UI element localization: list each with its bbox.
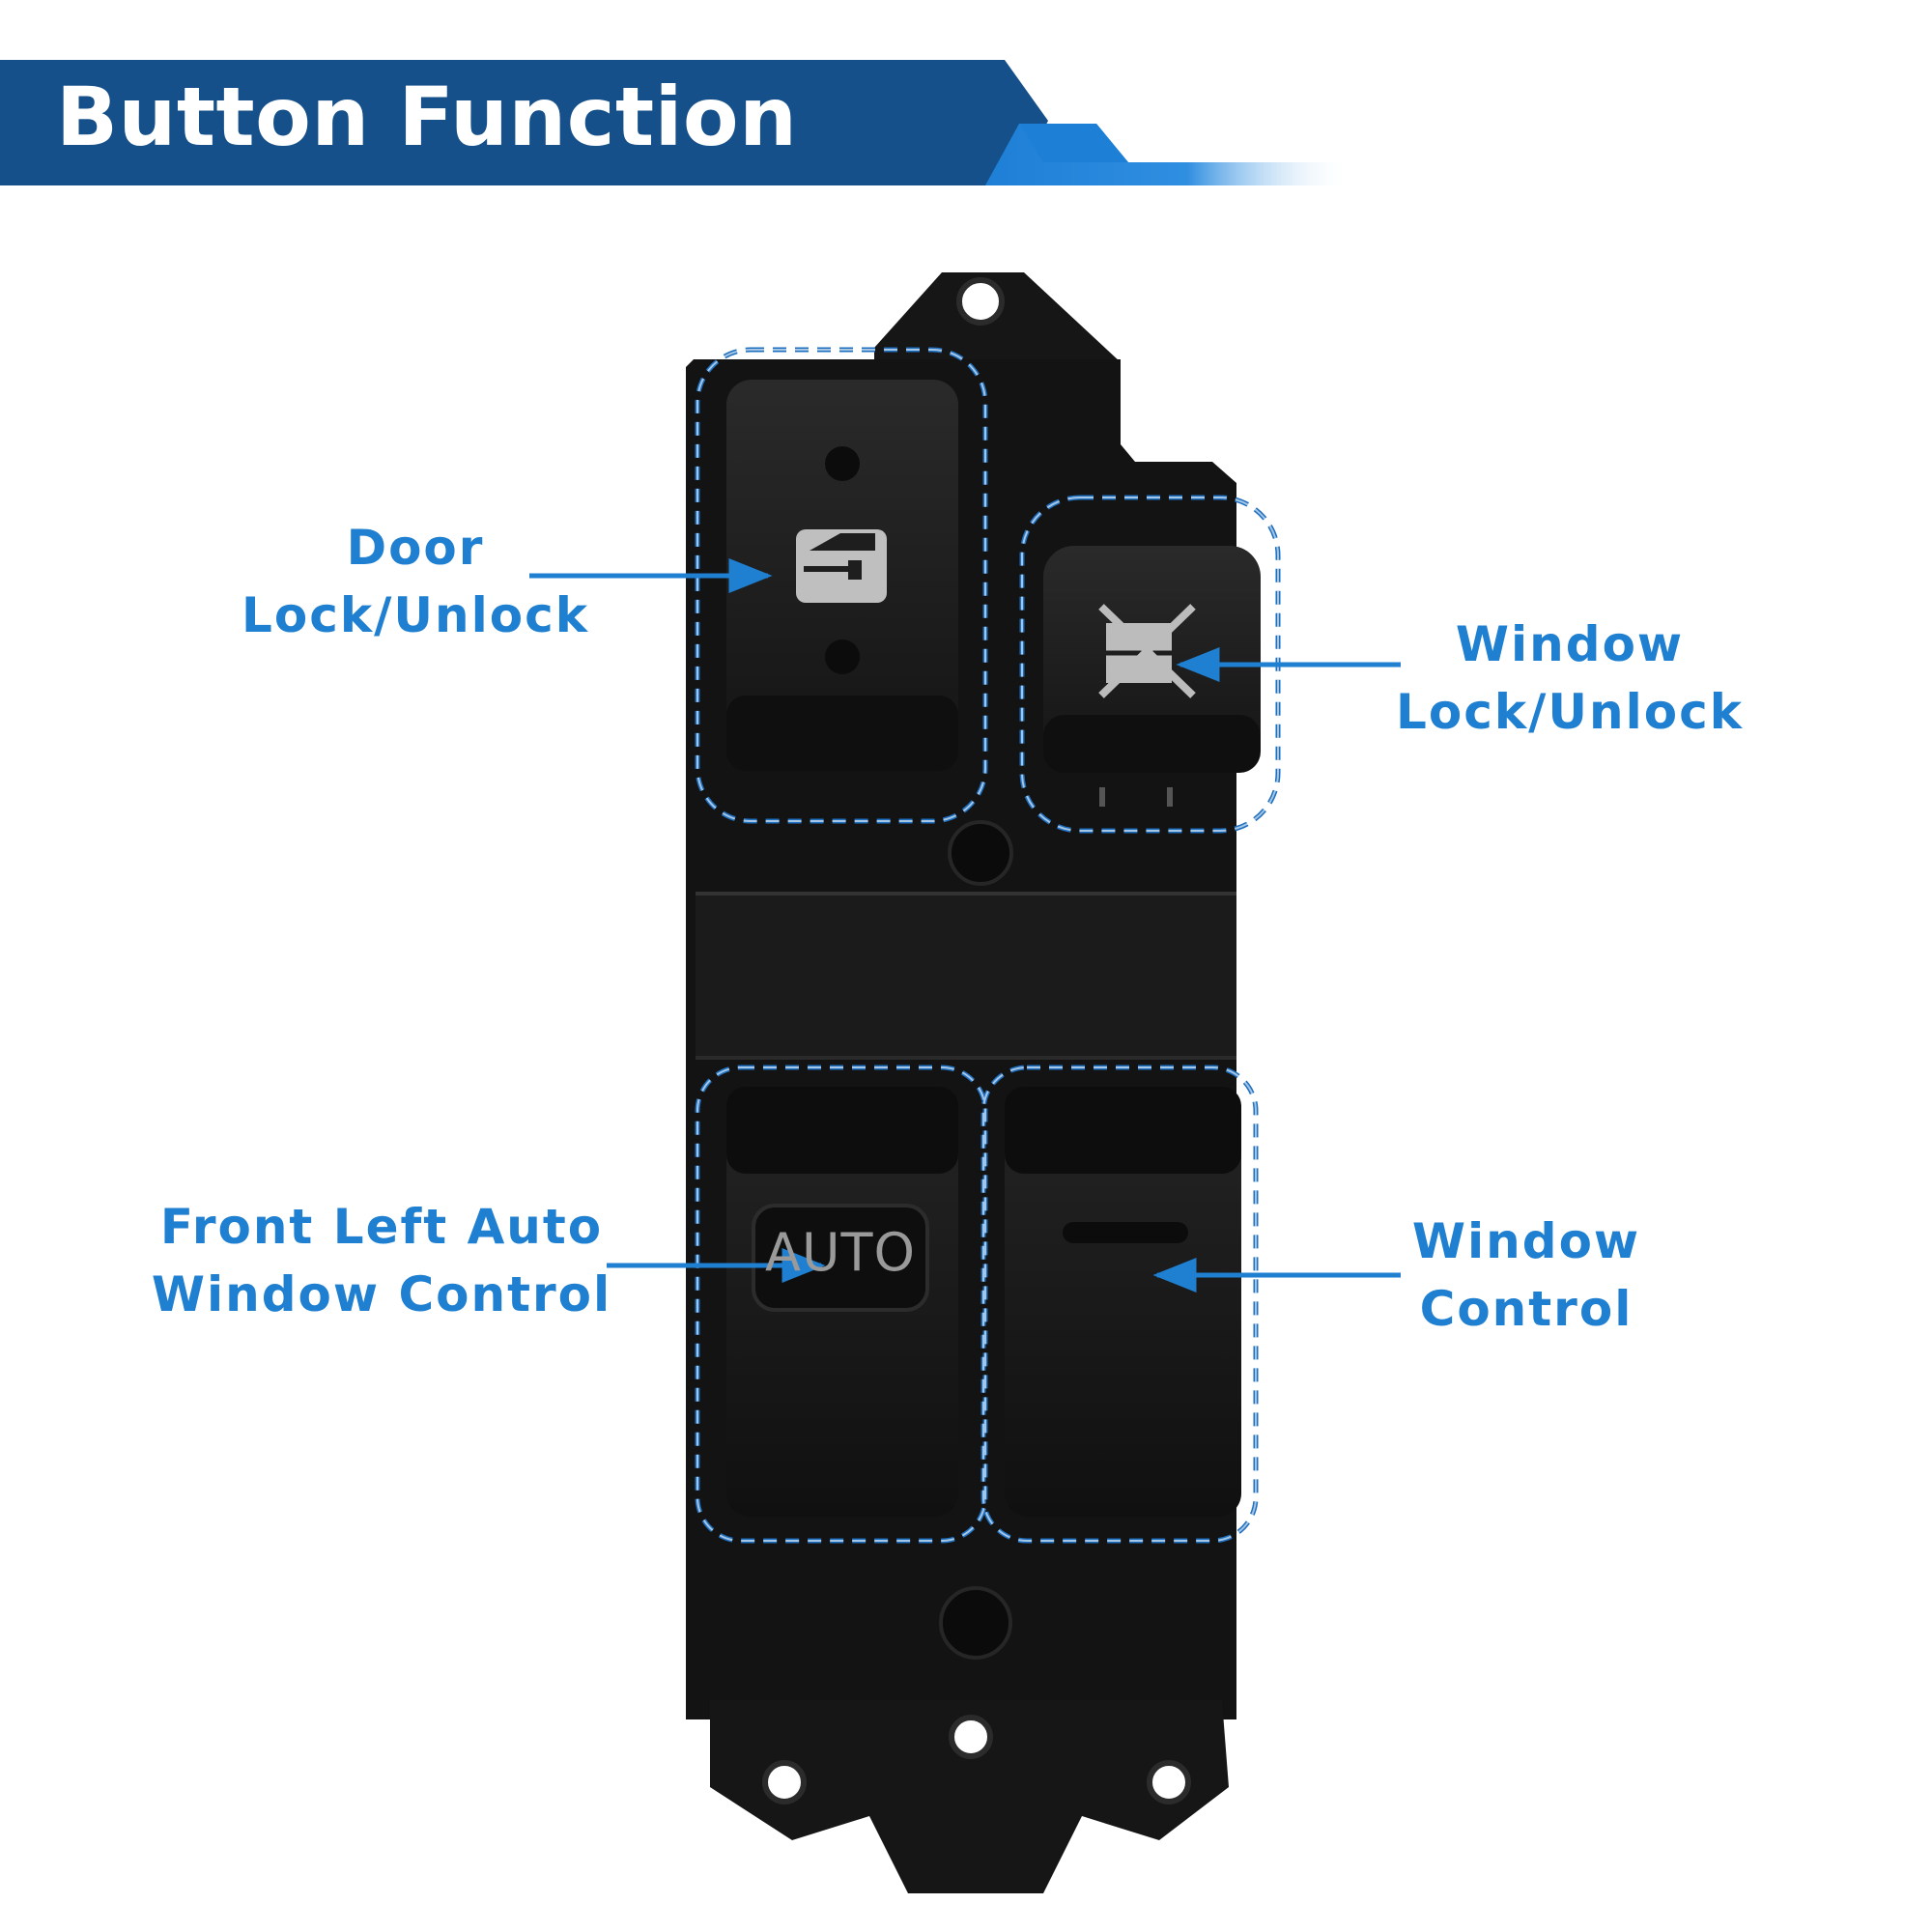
callout-window-control-line2: Control	[1419, 1281, 1634, 1337]
page-title: Button Function	[56, 70, 798, 164]
callout-window-control: Window Control	[1381, 1208, 1671, 1343]
door-lock-button	[726, 380, 958, 771]
callout-front-left-auto-line1: Front Left Auto	[159, 1199, 604, 1255]
callout-front-left-auto: Front Left Auto Window Control	[150, 1193, 613, 1328]
window-lock-button	[1043, 546, 1261, 807]
bottom-mount-tabs	[710, 1700, 1229, 1893]
callout-door-lock-line1: Door	[346, 520, 485, 576]
callout-window-lock-line2: Lock/Unlock	[1396, 684, 1744, 740]
window-control-button	[1005, 1087, 1241, 1517]
callout-door-lock: Door Lock/Unlock	[222, 514, 609, 649]
callout-window-lock-line1: Window	[1455, 616, 1685, 672]
callout-door-lock-line2: Lock/Unlock	[242, 587, 589, 643]
callout-window-control-line1: Window	[1411, 1213, 1641, 1269]
callout-window-lock: Window Lock/Unlock	[1381, 611, 1758, 746]
callout-front-left-auto-line2: Window Control	[151, 1266, 612, 1322]
auto-button-label: AUTO	[765, 1222, 916, 1283]
auto-window-button	[726, 1087, 958, 1517]
door-lock-icon	[796, 529, 887, 603]
header-banner	[0, 60, 1352, 185]
callout-arrows	[529, 558, 1401, 1293]
